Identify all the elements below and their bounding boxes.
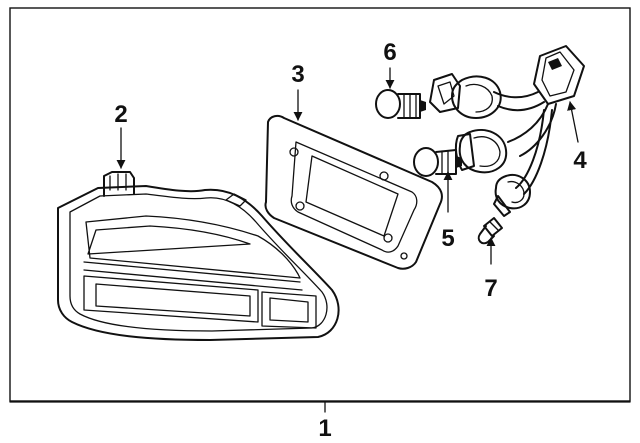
bulb-6	[375, 89, 426, 119]
gasket	[264, 114, 443, 270]
callout-5: 5	[441, 225, 454, 252]
callout-4: 4	[573, 147, 587, 174]
tail-lamp-housing	[57, 171, 340, 341]
wiring-harness	[429, 45, 585, 217]
callout-7: 7	[484, 275, 497, 302]
callout-3: 3	[291, 61, 304, 88]
callout-6: 6	[383, 39, 396, 66]
callout-2: 2	[114, 101, 127, 128]
bulb-5	[413, 147, 462, 177]
assembly-frame	[9, 7, 631, 402]
callout-1: 1	[318, 415, 331, 442]
leader-lines	[9, 67, 631, 413]
